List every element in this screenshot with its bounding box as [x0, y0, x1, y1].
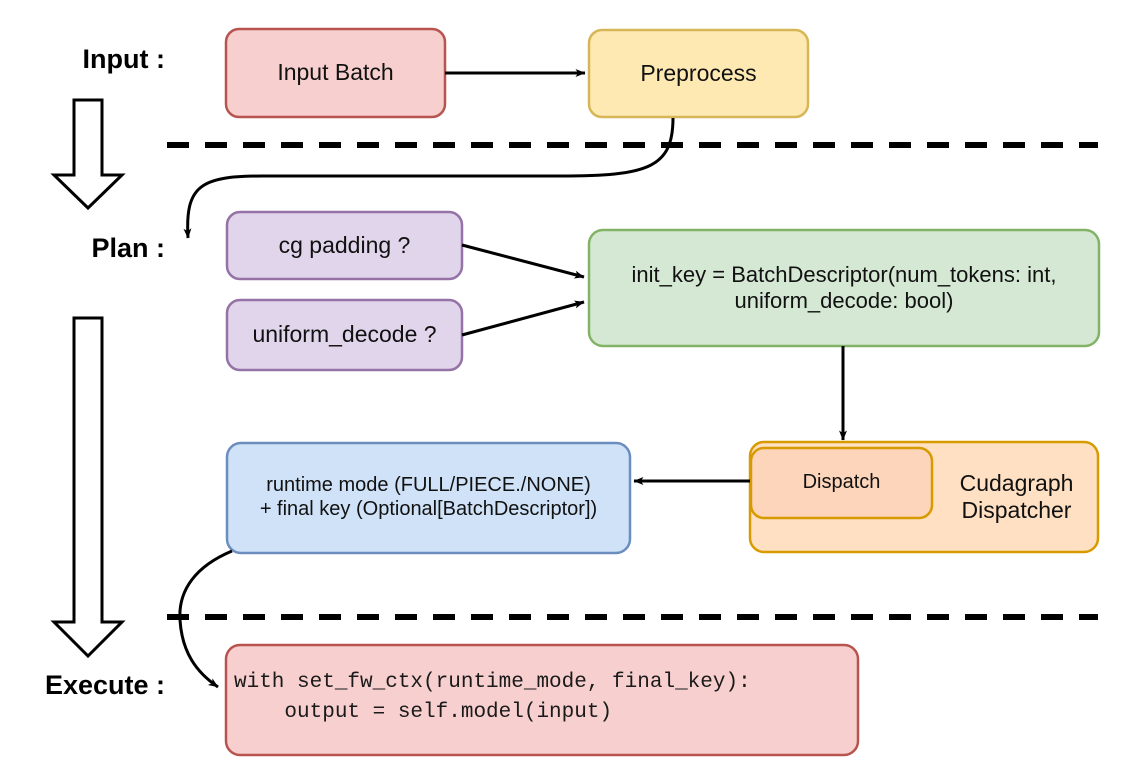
stage-label-plan: Plan : [91, 233, 165, 263]
stage-label-execute: Execute : [44, 670, 165, 700]
input-to-plan-flow [50, 98, 126, 211]
node-runtime-mode[interactable] [225, 441, 632, 555]
node-uniform-decode[interactable] [225, 298, 464, 372]
stage-label-input: Input : [82, 44, 165, 74]
edge-runtime-mode-to-execute-code [178, 549, 233, 689]
plan-to-execute-flow [50, 316, 126, 659]
node-init-key[interactable] [587, 228, 1101, 348]
edge-preprocess-to-cg-padding [183, 117, 675, 239]
node-label-execute-code: with set_fw_ctx(runtime_mode, final_key)… [234, 671, 751, 725]
node-execute-code[interactable] [224, 643, 860, 757]
node-input-batch[interactable] [224, 27, 447, 119]
node-cg-padding[interactable] [225, 210, 464, 281]
edge-cg-padding-to-init-key [461, 243, 585, 279]
edge-uniform-decode-to-init-key [461, 300, 585, 337]
node-preprocess[interactable] [587, 28, 810, 119]
node-dispatch[interactable] [749, 446, 934, 520]
